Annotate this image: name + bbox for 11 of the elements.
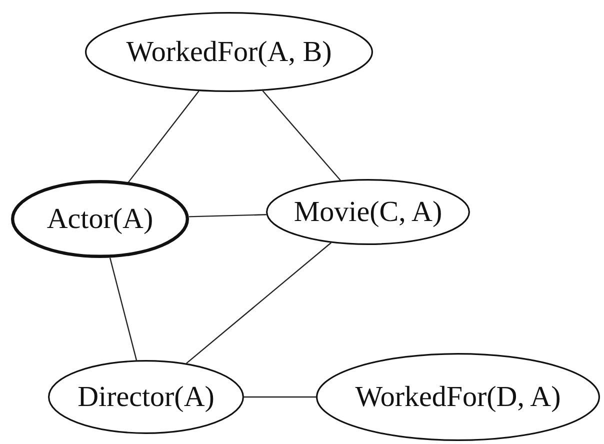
node-label: Movie(C, A): [294, 196, 442, 228]
connector-line: [244, 396, 316, 398]
connector-line: [109, 258, 138, 360]
node-label: Director(A): [78, 380, 214, 414]
node-label: Actor(A): [46, 202, 154, 236]
connector-line: [262, 90, 341, 181]
node-label: WorkedFor(D, A): [355, 380, 561, 414]
connector-line: [128, 90, 200, 182]
connector-line: [186, 242, 332, 364]
connector-line: [188, 214, 266, 218]
node-label: WorkedFor(A, B): [126, 36, 332, 68]
